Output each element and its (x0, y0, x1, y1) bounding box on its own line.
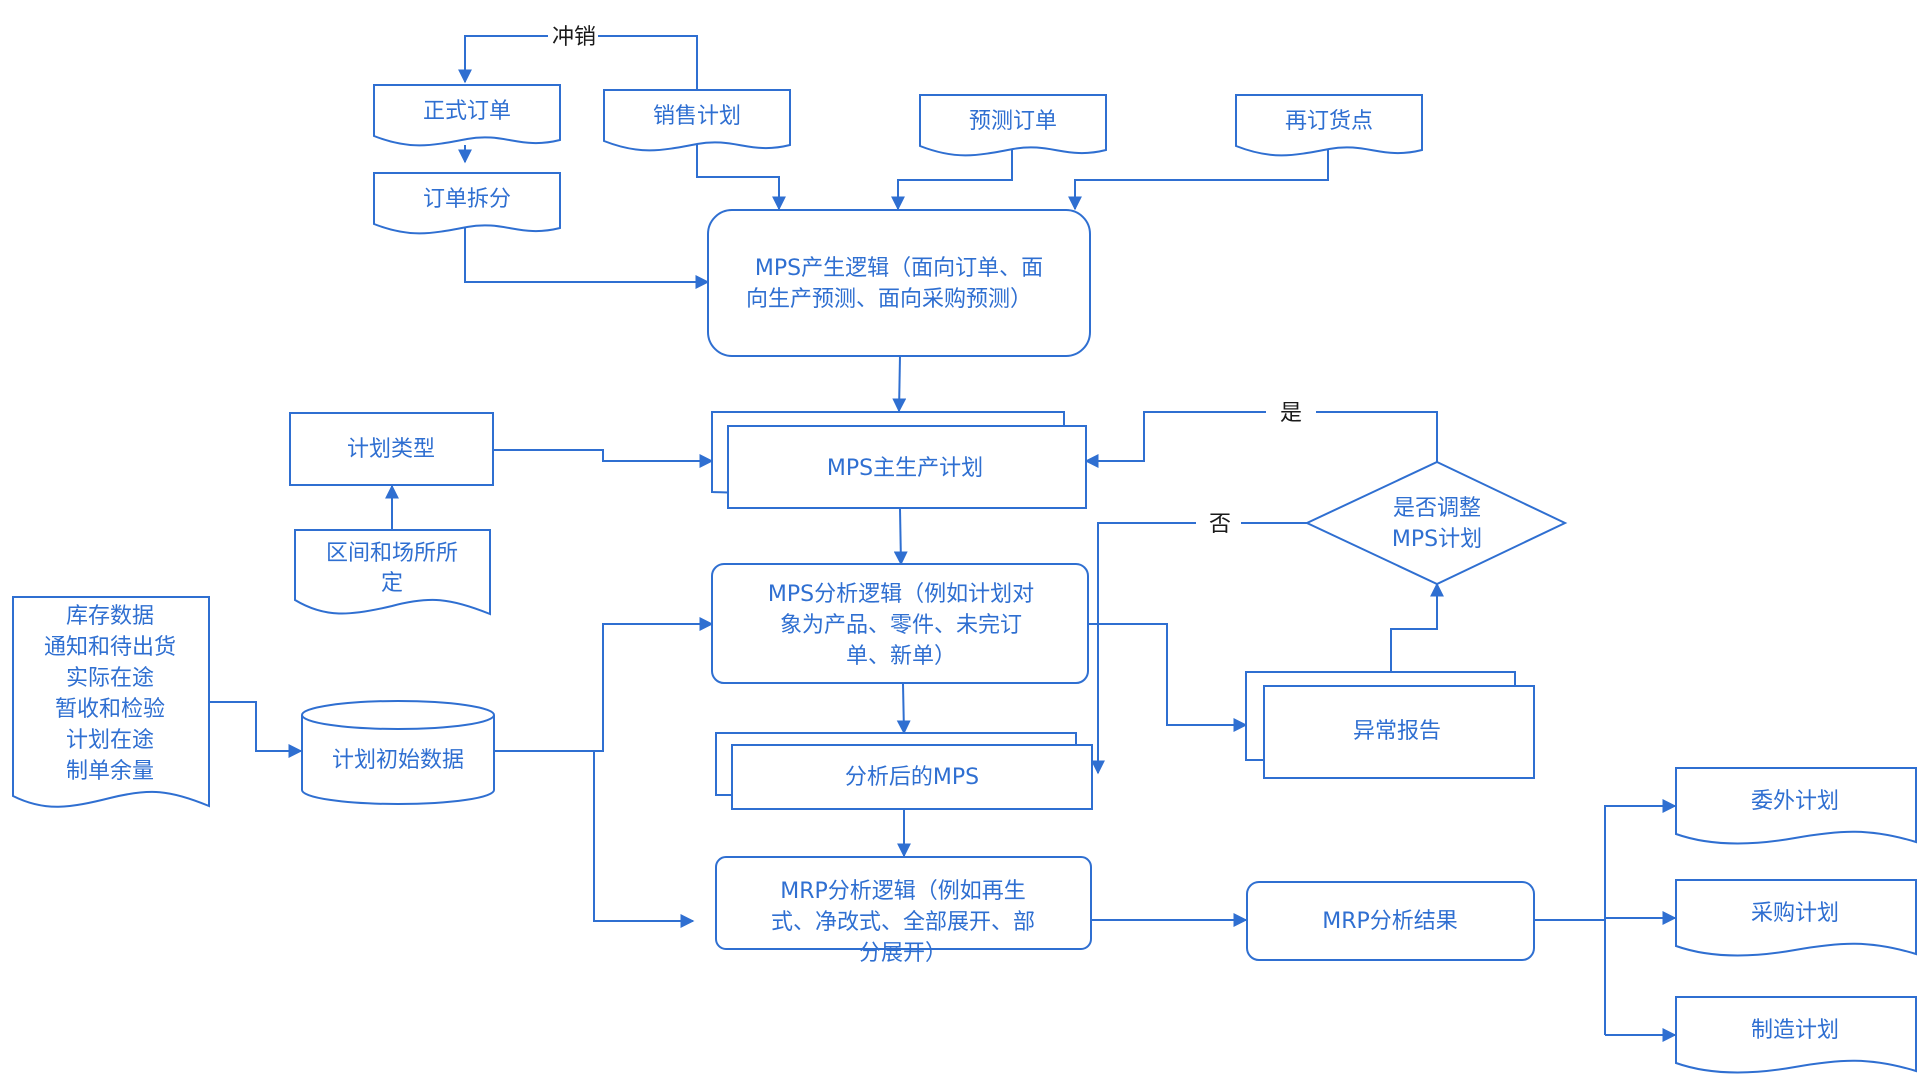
cylinder-top-shape (301, 700, 495, 730)
node-label-line: 计划在途 (66, 728, 154, 753)
node-label-line: 定 (381, 571, 403, 596)
edge-exception-to-decision (1390, 582, 1444, 672)
node-label-line: MPS产生逻辑（面向订单、面 (755, 256, 1043, 281)
document-shape (373, 84, 561, 147)
node-initial-plan-data: 计划初始数据 (301, 700, 495, 805)
node-exception-report: 异常报告 (1245, 671, 1535, 779)
document-shape (1235, 94, 1423, 157)
rect-shape (289, 412, 494, 486)
node-label-line: 采购计划 (1751, 901, 1839, 926)
document-shape (1675, 879, 1917, 957)
node-label-line: 正式订单 (423, 99, 511, 124)
node-label-line: 通知和待出货 (44, 635, 176, 660)
edge-mps-gen-to-master (892, 355, 907, 413)
document-shape (603, 89, 791, 152)
node-mps-analysis-logic: MPS分析逻辑（例如计划对 象为产品、零件、未完订 单、新单） (711, 563, 1089, 684)
edge-initial-to-analysis (494, 617, 714, 752)
document-shape (731, 744, 1093, 810)
document-shape (1675, 996, 1917, 1074)
node-label-line: 委外计划 (1751, 789, 1839, 814)
node-formal-order: 正式订单 (373, 84, 561, 147)
node-label-line: MPS计划 (1392, 527, 1482, 552)
node-sales-plan: 销售计划 (603, 89, 791, 152)
node-label-line: 销售计划 (653, 104, 741, 129)
edge-labels: 冲销 是 否 (552, 20, 1314, 539)
document-shape (294, 529, 491, 616)
node-label-line: 再订货点 (1285, 109, 1373, 134)
node-label-line: 是否调整 (1393, 496, 1481, 521)
edge-plan-type-to-master (493, 449, 714, 468)
edge-no-left (1091, 522, 1196, 775)
node-label-line: 库存数据 (66, 604, 154, 629)
node-label-line: 区间和场所所 (326, 541, 458, 566)
edge-forecast-to-mps-gen (891, 148, 1013, 211)
node-mrp-analysis-result: MRP分析结果 (1246, 881, 1535, 961)
node-label-line: 制造计划 (1751, 1018, 1839, 1043)
edge-split-to-mps-gen (464, 228, 710, 289)
node-label-line: MPS主生产计划 (827, 456, 983, 481)
node-manufacturing-plan: 制造计划 (1675, 996, 1917, 1074)
node-label-line: MPS分析逻辑（例如计划对 (768, 582, 1034, 607)
edge-result-to-outsource (1604, 799, 1677, 1035)
node-label-line: 象为产品、零件、未完订 (780, 613, 1022, 638)
diamond-shape (1304, 460, 1568, 586)
node-label-line: 预测订单 (969, 109, 1057, 134)
edge-analysis-to-analyzed (896, 683, 911, 735)
node-interval-and-site: 区间和场所所 定 (294, 529, 491, 616)
edge-label-no: 否 (1209, 512, 1231, 537)
node-label-line: 制单余量 (66, 759, 154, 784)
node-mps-master-plan: MPS主生产计划 (711, 411, 1087, 509)
node-label-line: 订单拆分 (423, 187, 511, 212)
node-label-line: MRP分析结果 (1322, 909, 1458, 934)
edge-master-to-analysis (893, 508, 908, 566)
process-shape (707, 209, 1091, 357)
document-shape (919, 94, 1107, 157)
edge-offset-left (458, 35, 548, 84)
edges (209, 35, 1677, 1042)
node-forecast-order: 预测订单 (919, 94, 1107, 157)
edge-reorder-to-mps-gen (1068, 148, 1329, 211)
node-plan-type: 计划类型 (289, 412, 494, 486)
cylinder-body-shape (301, 715, 495, 805)
process-shape (711, 563, 1089, 684)
edge-sales-to-mps-gen (696, 144, 786, 211)
node-label-line: 异常报告 (1353, 719, 1441, 744)
node-label-line: 单、新单） (846, 644, 956, 669)
document-shape (1263, 685, 1535, 779)
node-label-line: 计划类型 (347, 437, 435, 462)
node-reorder-point: 再订货点 (1235, 94, 1423, 157)
edge-analysis-to-exception (1088, 623, 1248, 732)
edge-initial-to-mrp-logic (593, 751, 695, 928)
node-label-line: 向生产预测、面向采购预测） (746, 287, 1032, 312)
edge-yes-right (1316, 411, 1438, 462)
edge-label-offset: 冲销 (552, 25, 596, 50)
node-label-line: 式、净改式、全部展开、部 (771, 910, 1035, 935)
edge-yes-left (1084, 411, 1266, 468)
node-analyzed-mps: 分析后的MPS (715, 732, 1093, 810)
node-inventory-data: 库存数据 通知和待出货 实际在途 暂收和检验 计划在途 制单余量 (12, 596, 210, 808)
node-outsource-plan: 委外计划 (1675, 767, 1917, 845)
document-shape (12, 596, 210, 808)
node-label-line: 实际在途 (66, 666, 154, 691)
edge-offset-right (598, 35, 698, 102)
document-shape (373, 172, 561, 235)
node-mrp-analysis-logic: MRP分析逻辑（例如再生 式、净改式、全部展开、部 分展开） (715, 856, 1092, 966)
node-adjust-decision: 是否调整 MPS计划 (1304, 460, 1568, 586)
node-label-line: MRP分析逻辑（例如再生 (780, 879, 1026, 904)
node-purchase-plan: 采购计划 (1675, 879, 1917, 957)
process-shape (1246, 881, 1535, 961)
node-label-line: 分展开） (859, 941, 947, 966)
document-shape (1675, 767, 1917, 845)
node-label-line: 分析后的MPS (845, 765, 979, 790)
node-label-line: 计划初始数据 (332, 748, 464, 773)
node-order-split: 订单拆分 (373, 172, 561, 235)
edge-inventory-to-initial (209, 701, 303, 758)
document-shape (727, 425, 1087, 509)
edge-label-yes: 是 (1280, 401, 1302, 426)
node-label-line: 暂收和检验 (55, 697, 165, 722)
process-shape (715, 856, 1092, 950)
node-mps-generation-logic: MPS产生逻辑（面向订单、面 向生产预测、面向采购预测） (707, 209, 1091, 357)
